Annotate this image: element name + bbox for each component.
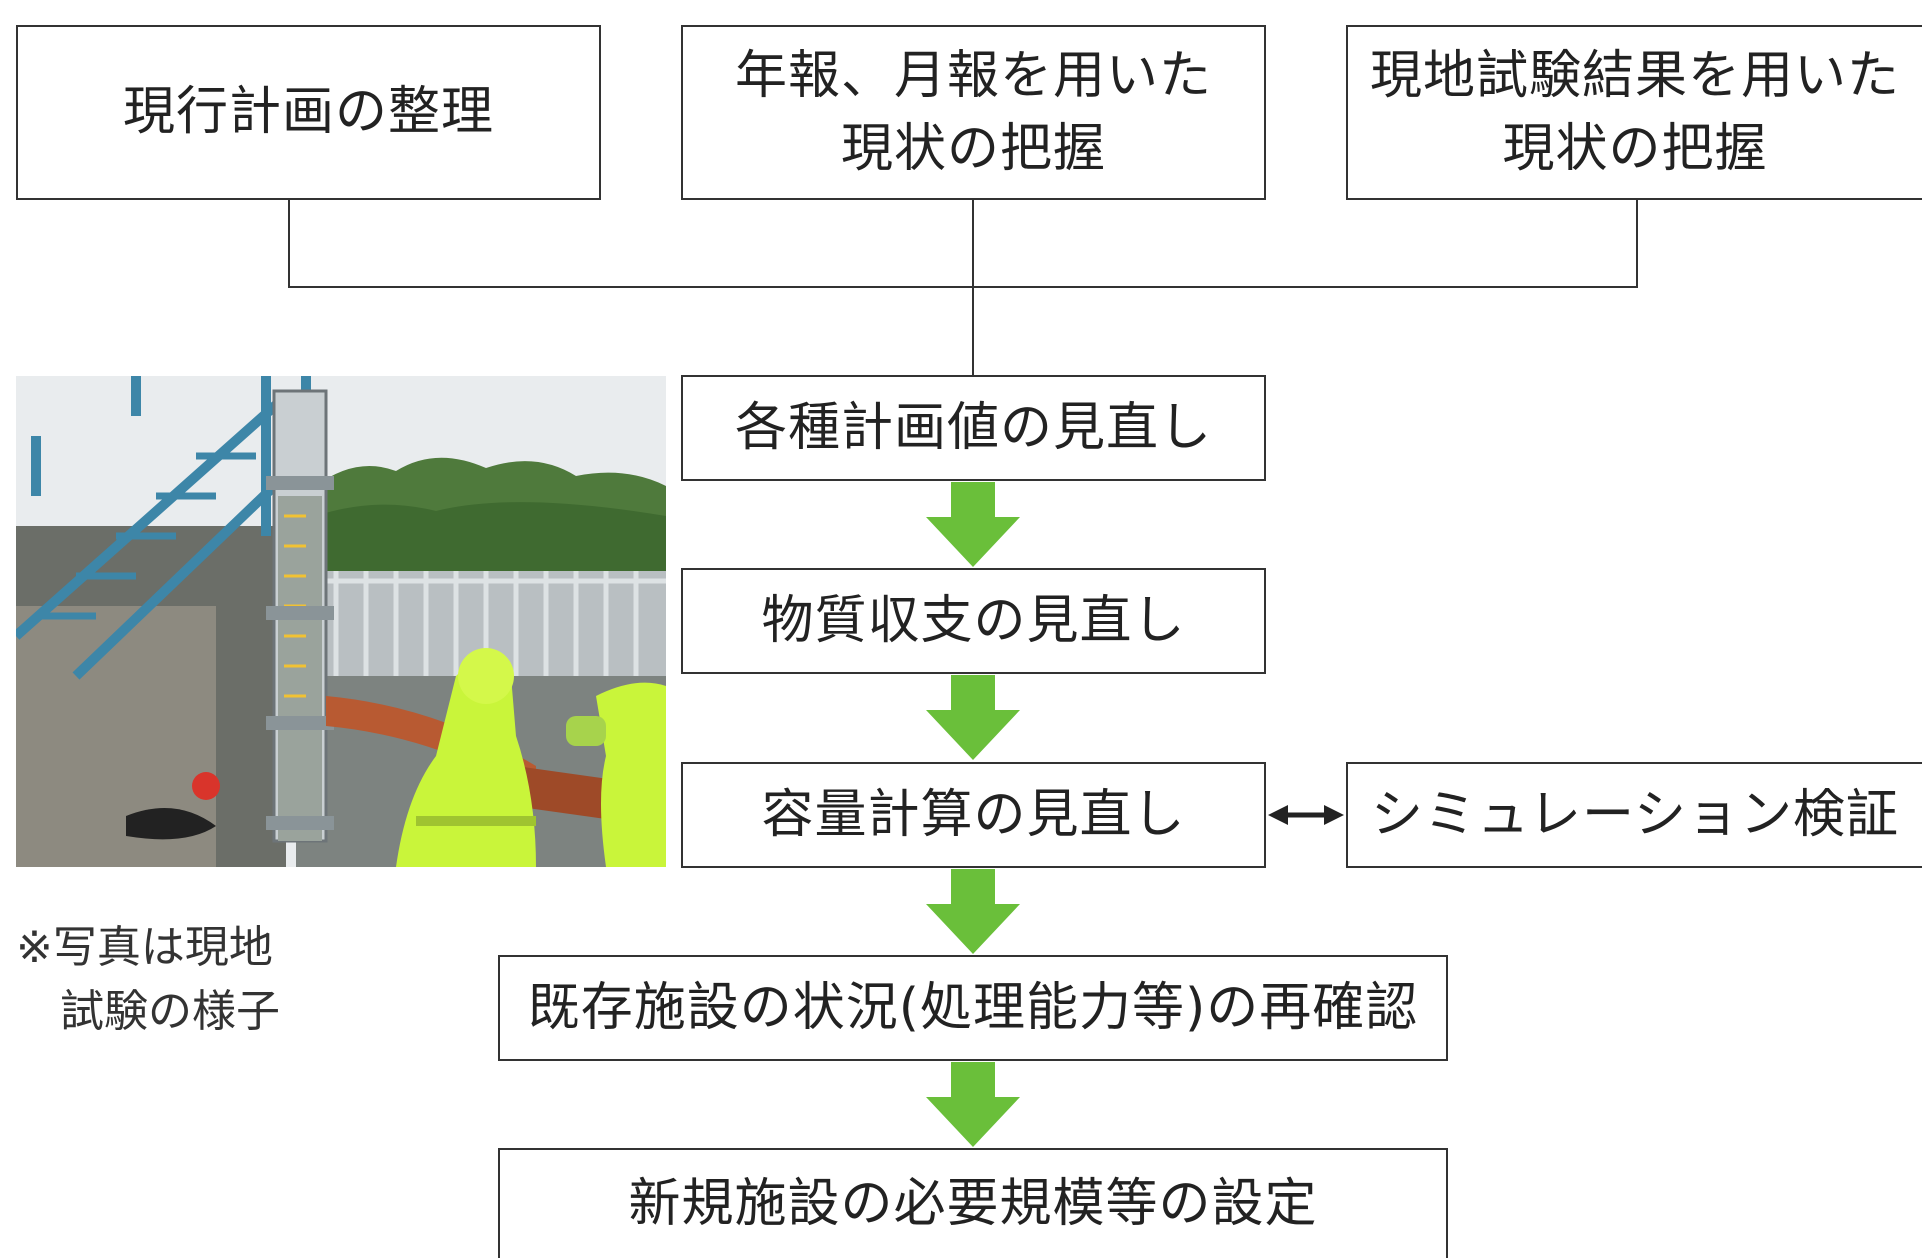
node-annual-report: 年報、月報を用いた 現状の把握 <box>681 25 1266 200</box>
node-material-balance: 物質収支の見直し <box>681 568 1266 674</box>
node-current-plan: 現行計画の整理 <box>16 25 601 200</box>
flow-arrow-3 <box>926 869 1020 954</box>
node-simulation-label: シミュレーション検証 <box>1371 784 1899 845</box>
node-plan-values-label: 各種計画値の見直し <box>734 397 1212 458</box>
bidirectional-arrow <box>1268 805 1344 825</box>
photo-caption: ※写真は現地 試験の様子 <box>16 916 280 1044</box>
node-existing-facilities-label: 既存施設の状況(処理能力等)の再確認 <box>527 977 1419 1038</box>
node-annual-report-line1: 年報、月報を用いた <box>734 45 1212 106</box>
node-new-facilities: 新規施設の必要規模等の設定 <box>498 1148 1448 1258</box>
node-new-facilities-label: 新規施設の必要規模等の設定 <box>628 1173 1318 1234</box>
node-simulation: シミュレーション検証 <box>1346 762 1922 868</box>
connector-right-down <box>1636 200 1638 288</box>
flow-arrow-1 <box>926 482 1020 567</box>
node-capacity-calc-label: 容量計算の見直し <box>761 784 1186 845</box>
flow-arrow-4 <box>926 1062 1020 1147</box>
node-field-test-line1: 現地試験結果を用いた <box>1369 45 1900 106</box>
field-test-photo <box>16 376 666 867</box>
photo-caption-line2: 試験の様子 <box>60 986 280 1037</box>
node-current-plan-label: 現行計画の整理 <box>122 82 494 143</box>
photo-caption-line1: ※写真は現地 <box>16 922 273 973</box>
connector-horizontal <box>288 286 1638 288</box>
node-annual-report-line2: 現状の把握 <box>840 118 1106 179</box>
node-existing-facilities: 既存施設の状況(処理能力等)の再確認 <box>498 955 1448 1061</box>
node-plan-values: 各種計画値の見直し <box>681 375 1266 481</box>
flow-arrow-2 <box>926 675 1020 760</box>
node-material-balance-label: 物質収支の見直し <box>761 590 1186 651</box>
node-field-test-line2: 現状の把握 <box>1502 118 1768 179</box>
node-capacity-calc: 容量計算の見直し <box>681 762 1266 868</box>
node-field-test: 現地試験結果を用いた 現状の把握 <box>1346 25 1922 200</box>
connector-left-down <box>288 200 290 288</box>
